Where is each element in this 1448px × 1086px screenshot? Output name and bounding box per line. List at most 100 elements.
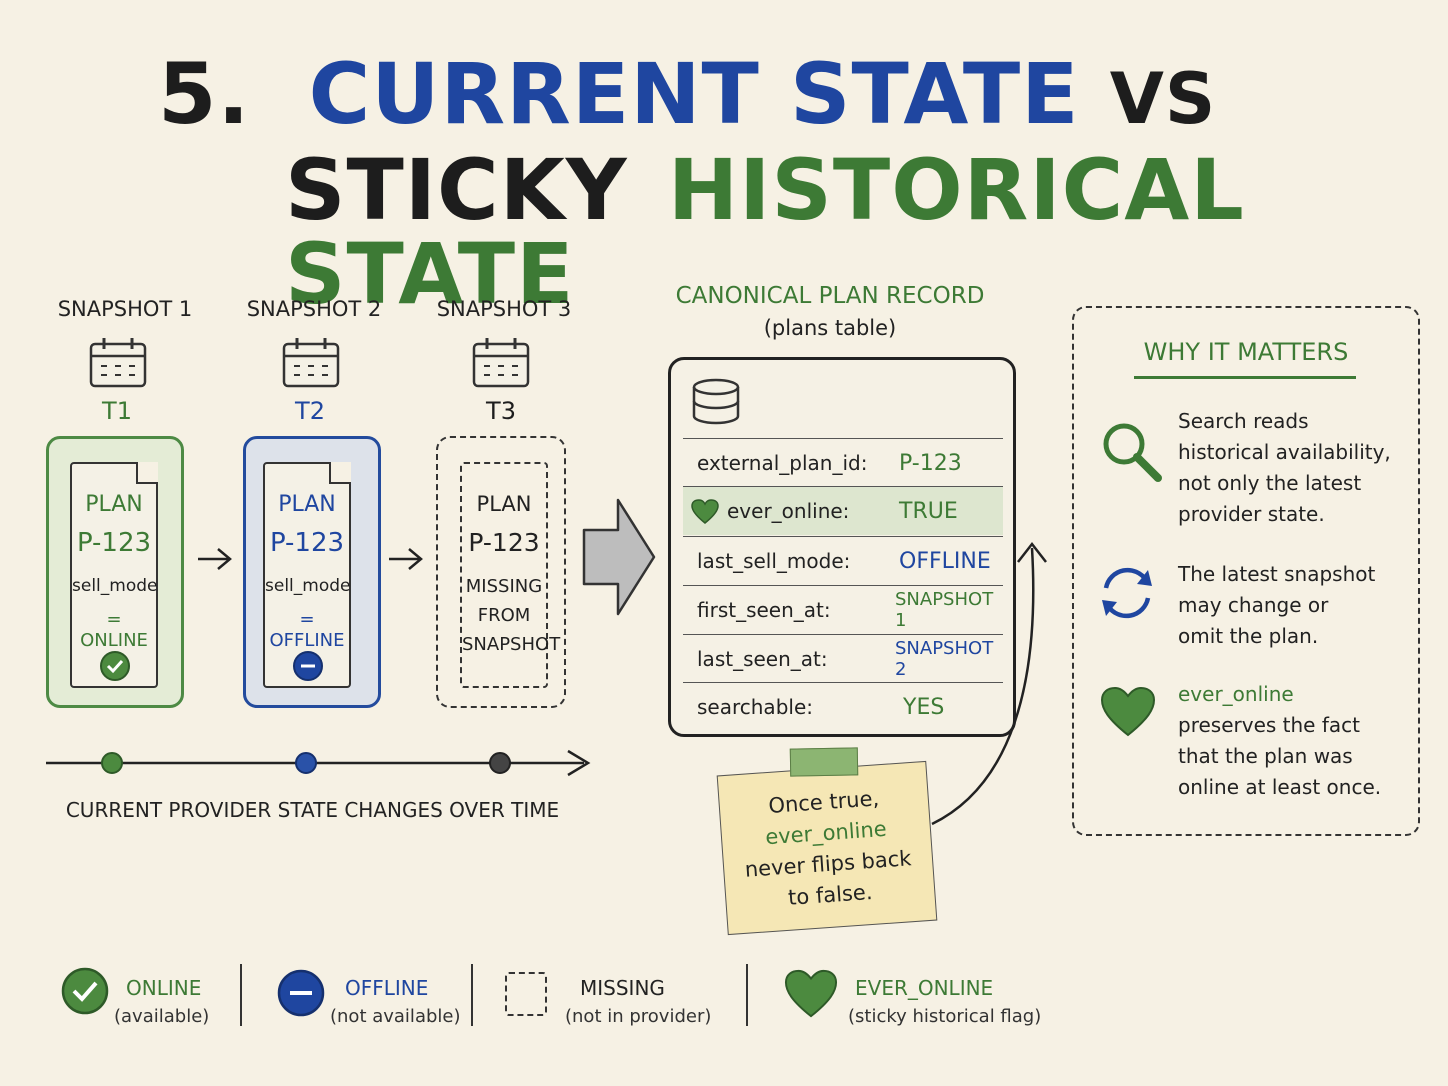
legend-missing-label: MISSING bbox=[580, 976, 665, 1000]
row-key: external_plan_id: bbox=[697, 451, 868, 475]
legend-divider bbox=[746, 964, 748, 1026]
plan-document-2: PLAN P-123 sell_mode = OFFLINE bbox=[263, 462, 351, 688]
legend-ever-online-label: EVER_ONLINE bbox=[855, 976, 994, 1000]
snapshot-3-label: SNAPSHOT 3 bbox=[436, 297, 572, 321]
title-current-state: CURRENT STATE bbox=[308, 45, 1080, 143]
sell-mode-field: sell_mode bbox=[72, 576, 158, 596]
snapshot-3-card bbox=[436, 436, 566, 708]
plan-document-1: PLAN P-123 sell_mode = ONLINE bbox=[70, 462, 158, 688]
time-label-t3: T3 bbox=[486, 397, 516, 425]
big-arrow-icon bbox=[582, 498, 656, 616]
record-row-ever-online: ever_online: TRUE bbox=[683, 486, 1003, 535]
snapshot-1-label: SNAPSHOT 1 bbox=[57, 297, 193, 321]
why-heading: WHY IT MATTERS bbox=[1143, 338, 1349, 366]
minus-circle-icon bbox=[293, 651, 323, 681]
legend-offline-sub: (not available) bbox=[330, 1006, 461, 1027]
row-key: searchable: bbox=[697, 695, 813, 719]
sell-mode-value: = OFFLINE bbox=[269, 609, 345, 651]
missing-line-3: SNAPSHOT bbox=[462, 634, 561, 655]
plan-id: P-123 bbox=[76, 528, 152, 558]
row-key: last_seen_at: bbox=[697, 647, 828, 671]
plan-label: PLAN bbox=[278, 492, 336, 517]
why-heading-underline bbox=[1134, 376, 1356, 379]
row-value: OFFLINE bbox=[899, 548, 991, 574]
plan-label: PLAN bbox=[476, 492, 532, 516]
legend-online-label: ONLINE bbox=[126, 976, 202, 1000]
snapshot-2-label: SNAPSHOT 2 bbox=[246, 297, 382, 321]
plan-record-card: external_plan_id: P-123 ever_online: TRU… bbox=[668, 357, 1016, 737]
why-item-2-line-2: may change or bbox=[1178, 593, 1329, 617]
refresh-icon bbox=[1102, 567, 1152, 619]
row-value: SNAPSHOT 2 bbox=[895, 638, 994, 680]
title-vs: VS bbox=[1109, 58, 1217, 140]
check-circle-icon bbox=[61, 967, 109, 1015]
dashed-box-icon bbox=[505, 972, 547, 1016]
why-item-3-line-3: that the plan was bbox=[1178, 744, 1353, 768]
why-item-3-line-4: online at least once. bbox=[1178, 775, 1382, 799]
row-value: SNAPSHOT 1 bbox=[895, 589, 994, 631]
sell-mode-field: sell_mode bbox=[265, 576, 351, 596]
time-label-t1: T1 bbox=[102, 397, 132, 425]
document-fold bbox=[136, 462, 158, 484]
plan-label: PLAN bbox=[85, 492, 143, 517]
legend-divider bbox=[471, 964, 473, 1026]
record-row-external-plan-id: external_plan_id: P-123 bbox=[683, 438, 1003, 487]
missing-line-1: MISSING bbox=[465, 576, 543, 597]
why-item-1: Search reads historical availability, no… bbox=[1178, 406, 1408, 530]
timeline bbox=[46, 749, 591, 777]
missing-line-2: FROM bbox=[477, 605, 531, 626]
arrow-right-icon bbox=[198, 548, 232, 570]
why-item-1-line-4: provider state. bbox=[1178, 502, 1325, 526]
curved-arrow-icon bbox=[931, 541, 1047, 826]
record-row-last-sell-mode: last_sell_mode: OFFLINE bbox=[683, 536, 1003, 585]
legend-offline-label: OFFLINE bbox=[345, 976, 429, 1000]
magnifier-icon bbox=[1103, 423, 1162, 482]
legend-ever-online-sub: (sticky historical flag) bbox=[848, 1006, 1042, 1027]
plan-document-3: PLAN P-123 MISSING FROM SNAPSHOT bbox=[460, 462, 561, 688]
heart-icon bbox=[784, 969, 838, 1018]
title-historical-state: HISTORICAL STATE bbox=[285, 141, 1245, 323]
arrow-right-icon bbox=[389, 548, 423, 570]
title-line-2: STICKY HISTORICAL STATE bbox=[285, 148, 1448, 316]
legend-missing-sub: (not in provider) bbox=[565, 1006, 712, 1027]
database-icon bbox=[692, 378, 740, 425]
sticky-note: Once true, ever_online never flips back … bbox=[716, 760, 938, 936]
title-number: 5. bbox=[158, 45, 251, 143]
record-row-first-seen-at: first_seen_at: SNAPSHOT 1 bbox=[683, 585, 1003, 634]
why-item-1-line-2: historical availability, bbox=[1178, 440, 1391, 464]
why-item-1-line-3: not only the latest bbox=[1178, 471, 1362, 495]
minus-circle-icon bbox=[277, 969, 325, 1017]
why-item-1-line-1: Search reads bbox=[1178, 409, 1309, 433]
why-item-2: The latest snapshot may change or omit t… bbox=[1178, 559, 1408, 652]
row-value: P-123 bbox=[899, 450, 962, 476]
timeline-caption: CURRENT PROVIDER STATE CHANGES OVER TIME bbox=[65, 798, 560, 822]
check-circle-icon bbox=[100, 651, 130, 681]
row-value: YES bbox=[903, 694, 945, 720]
record-subheading: (plans table) bbox=[763, 316, 897, 340]
legend-online-sub: (available) bbox=[114, 1006, 210, 1027]
why-item-2-line-3: omit the plan. bbox=[1178, 624, 1319, 648]
title-line-1: 5. CURRENT STATE VS bbox=[158, 52, 1216, 136]
title-sticky: STICKY bbox=[285, 141, 628, 239]
record-row-searchable: searchable: YES bbox=[683, 682, 1003, 731]
why-it-matters-panel: WHY IT MATTERS Search reads historical a… bbox=[1072, 306, 1420, 836]
why-item-3-line-1: ever_online bbox=[1178, 682, 1294, 706]
time-label-t2: T2 bbox=[295, 397, 325, 425]
row-key: ever_online: bbox=[727, 499, 850, 523]
record-heading: CANONICAL PLAN RECORD bbox=[675, 283, 985, 309]
why-item-3: ever_online preserves the fact that the … bbox=[1178, 679, 1408, 803]
plan-id: P-123 bbox=[269, 528, 345, 558]
calendar-icon bbox=[472, 338, 530, 388]
sell-mode-value: = ONLINE bbox=[80, 609, 148, 651]
calendar-icon bbox=[89, 338, 147, 388]
calendar-icon bbox=[282, 338, 340, 388]
document-fold bbox=[329, 462, 351, 484]
row-key: first_seen_at: bbox=[697, 598, 831, 622]
why-item-2-line-1: The latest snapshot bbox=[1178, 562, 1376, 586]
row-key: last_sell_mode: bbox=[697, 549, 851, 573]
legend-divider bbox=[240, 964, 242, 1026]
plan-id: P-123 bbox=[468, 528, 540, 557]
sticky-note-text: Once true, ever_online never flips back … bbox=[719, 780, 935, 918]
record-row-last-seen-at: last_seen_at: SNAPSHOT 2 bbox=[683, 634, 1003, 683]
why-item-3-line-2: preserves the fact bbox=[1178, 713, 1360, 737]
